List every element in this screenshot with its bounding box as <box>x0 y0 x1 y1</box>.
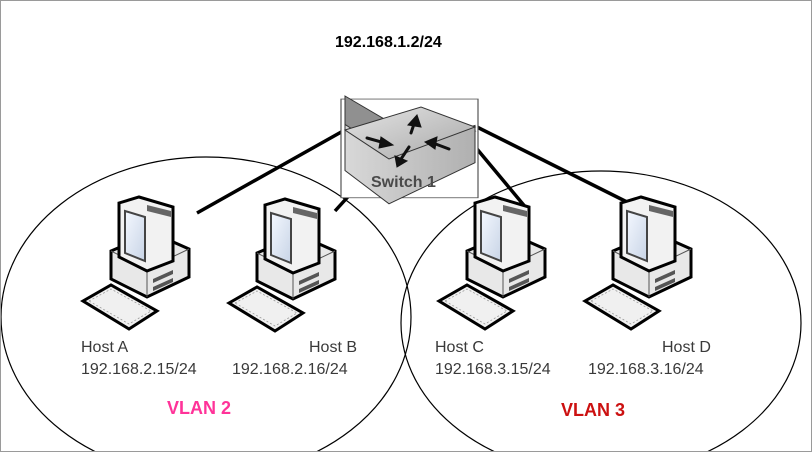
vlan-2-boundary <box>1 156 412 451</box>
vlan-3-label: VLAN 3 <box>561 400 626 420</box>
link-host-d <box>476 125 642 211</box>
vlan-3-boundary <box>400 170 802 451</box>
switch-icon[interactable] <box>340 95 479 205</box>
host-b-ip: 192.168.2.16/24 <box>232 361 348 378</box>
host-c-name: Host C <box>435 339 484 356</box>
switch-name-label: Switch 1 <box>371 174 436 191</box>
host-c-ip: 192.168.3.15/24 <box>435 361 551 378</box>
host-a-ip: 192.168.2.15/24 <box>81 361 197 378</box>
host-d-name: Host D <box>662 339 711 356</box>
vlan-2-label: VLAN 2 <box>167 398 232 418</box>
host-b-computer-icon[interactable] <box>227 197 337 333</box>
host-a-name: Host A <box>81 339 129 356</box>
host-b-name: Host B <box>309 339 358 356</box>
host-a-computer-icon[interactable] <box>81 195 191 331</box>
link-host-c <box>475 147 529 211</box>
host-d-computer-icon[interactable] <box>583 195 693 331</box>
host-c-computer-icon[interactable] <box>437 195 547 331</box>
link-host-a <box>196 129 344 215</box>
switch-ip-label: 192.168.1.2/24 <box>335 34 442 51</box>
host-d-ip: 192.168.3.16/24 <box>588 361 704 378</box>
